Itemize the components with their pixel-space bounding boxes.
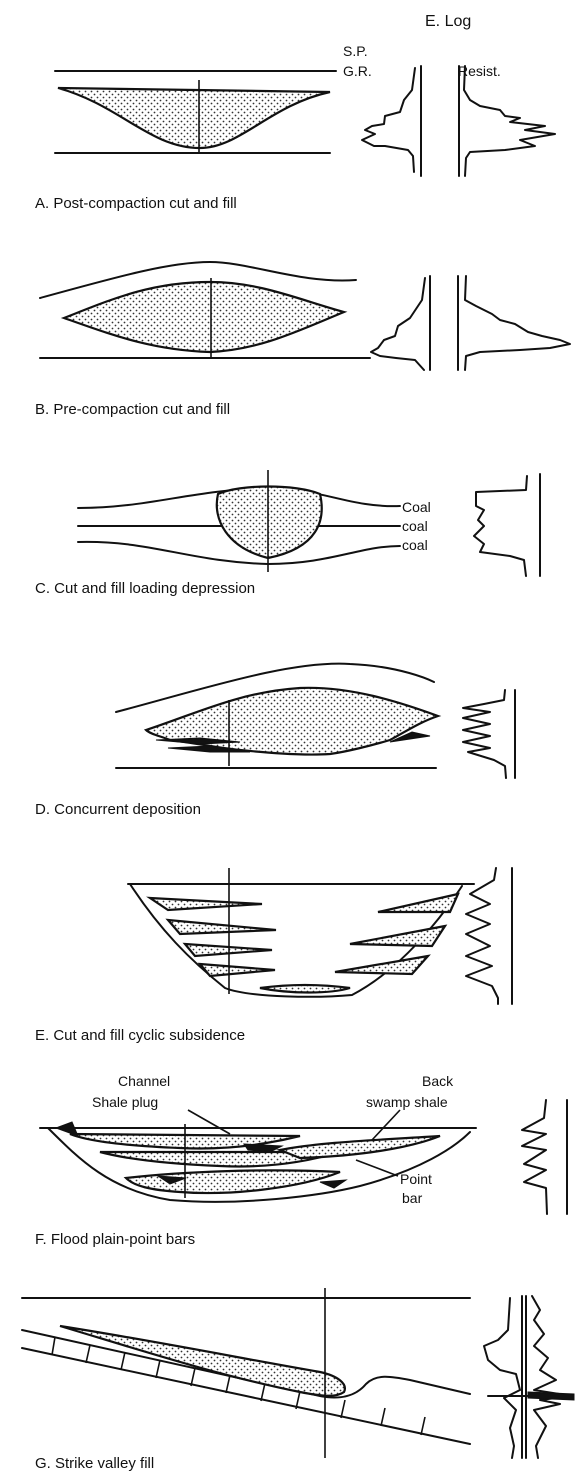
panel-f-swamp-lens bbox=[280, 1136, 440, 1158]
panel-e-log bbox=[466, 868, 512, 1004]
panel-e-base-sand bbox=[260, 985, 350, 993]
panel-d: D. Concurrent deposition bbox=[35, 664, 515, 818]
panel-f-plug-block-3 bbox=[320, 1180, 346, 1188]
panel-f-swamp-shale-label: swamp shale bbox=[366, 1094, 448, 1110]
panel-f-channel-label: Channel bbox=[118, 1073, 170, 1089]
panel-b-sp-curve bbox=[371, 278, 425, 370]
gr-label: G.R. bbox=[343, 63, 372, 79]
panel-d-lens bbox=[146, 688, 438, 755]
panel-a-caption: A. Post-compaction cut and fill bbox=[35, 195, 237, 212]
panel-f-plug-block bbox=[244, 1144, 282, 1152]
panel-c: Coal coal coal C. Cut and fill loading d… bbox=[35, 470, 540, 597]
panel-f-point-bar-3 bbox=[126, 1170, 340, 1193]
panel-c-coal-label-2: coal bbox=[402, 518, 428, 534]
panel-c-channel-fill bbox=[217, 487, 322, 559]
panel-f-point-arrow bbox=[356, 1160, 398, 1176]
panel-e-caption: E. Cut and fill cyclic subsidence bbox=[35, 1027, 245, 1044]
panel-d-log-curve bbox=[463, 690, 506, 778]
panel-g-resist-curve bbox=[532, 1296, 572, 1458]
panel-f-shale-plug-label: Shale plug bbox=[92, 1094, 158, 1110]
panel-a-channel-fill bbox=[58, 88, 330, 148]
panel-f-shale-plug bbox=[56, 1122, 78, 1136]
panel-g-bed-ticks bbox=[52, 1337, 425, 1435]
panel-g-log bbox=[484, 1296, 574, 1458]
panel-e-sand-1 bbox=[150, 898, 262, 910]
panel-f-back-label: Back bbox=[422, 1073, 454, 1089]
panel-a-log bbox=[362, 66, 555, 176]
panel-f-caption: F. Flood plain-point bars bbox=[35, 1231, 195, 1248]
panel-c-caption: C. Cut and fill loading depression bbox=[35, 580, 255, 597]
panel-e-log-curve bbox=[466, 868, 498, 1004]
panel-e-sand-6 bbox=[350, 926, 445, 946]
panel-e-sand-7 bbox=[335, 956, 428, 974]
panel-b-lens bbox=[64, 282, 344, 352]
panel-c-coal-label-3: coal bbox=[402, 537, 428, 553]
panel-b-log bbox=[371, 276, 570, 370]
panel-b-caption: B. Pre-compaction cut and fill bbox=[35, 401, 230, 418]
panel-c-coal-label-1: Coal bbox=[402, 499, 431, 515]
panel-f-log-curve bbox=[522, 1100, 547, 1214]
panel-g: G. Strike valley fill bbox=[22, 1288, 574, 1472]
panel-f-log bbox=[522, 1100, 567, 1214]
panel-f-point-label: Point bbox=[400, 1171, 432, 1187]
panel-c-log bbox=[474, 474, 540, 576]
panel-d-caption: D. Concurrent deposition bbox=[35, 801, 201, 818]
sp-label: S.P. bbox=[343, 43, 368, 59]
panel-a-sp-curve bbox=[362, 68, 415, 172]
panel-a: A. Post-compaction cut and fill bbox=[35, 66, 555, 212]
panel-g-sp-curve bbox=[484, 1298, 520, 1458]
panel-f-swamp-arrow bbox=[372, 1110, 400, 1140]
panel-b-resist-curve bbox=[465, 276, 570, 370]
panel-g-valley-fill bbox=[60, 1326, 345, 1396]
panel-e-sand-4 bbox=[200, 964, 275, 976]
panel-e-sand-2 bbox=[168, 920, 276, 934]
panel-f-plug-arrow bbox=[188, 1110, 230, 1134]
panel-g-caption: G. Strike valley fill bbox=[35, 1455, 154, 1472]
panel-f: Channel Shale plug Back swamp shale Poin… bbox=[35, 1073, 567, 1248]
panel-b: B. Pre-compaction cut and fill bbox=[35, 262, 570, 418]
panel-f-bar-label: bar bbox=[402, 1190, 423, 1206]
panel-e: E. Cut and fill cyclic subsidence bbox=[35, 868, 512, 1044]
elog-title: E. Log bbox=[425, 13, 471, 30]
panel-a-resist-curve bbox=[464, 66, 555, 176]
panel-c-log-curve bbox=[474, 476, 527, 576]
panel-g-log-shale-spike bbox=[528, 1392, 574, 1400]
panel-d-log bbox=[463, 690, 515, 778]
panel-e-sand-5 bbox=[378, 894, 458, 912]
